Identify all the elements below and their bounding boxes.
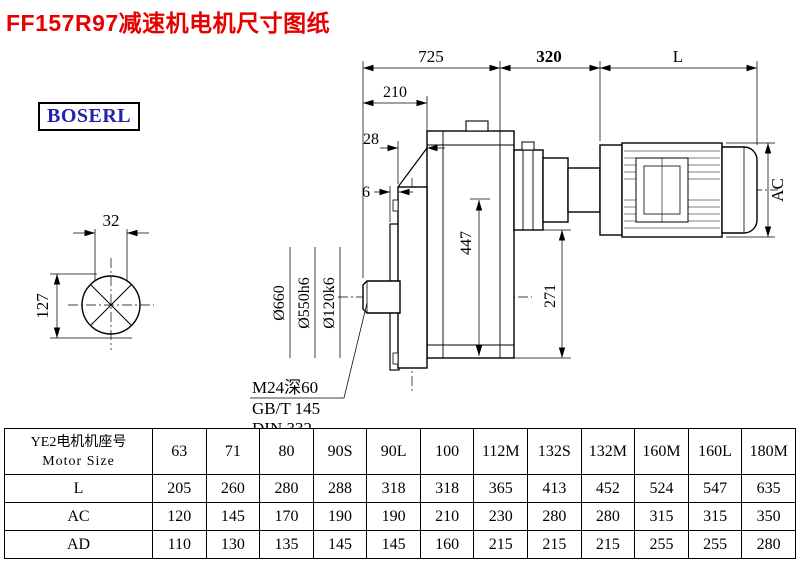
tap-spec: M24深60 — [252, 378, 318, 397]
table-cell: 280 — [580, 502, 636, 531]
dim-725: 725 — [418, 47, 444, 66]
table-cell: 130 — [205, 530, 261, 559]
table-cell: 318 — [419, 474, 475, 503]
dim-32: 32 — [103, 211, 120, 230]
table-header-cell: 180M — [741, 428, 796, 475]
boserl-logo-text: BOSERL — [47, 105, 132, 127]
table-cell: 230 — [473, 502, 529, 531]
table-cell: 160 — [419, 530, 475, 559]
table-cell: 350 — [741, 502, 796, 531]
row-label: AC — [4, 502, 153, 531]
table-header-cell: 90L — [366, 428, 421, 475]
table-header-cell: 90S — [312, 428, 368, 475]
dia-spigot: Ø550h6 — [296, 277, 313, 329]
table-cell: 635 — [741, 474, 796, 503]
table-header-cell: 71 — [205, 428, 261, 475]
dim-28: 28 — [363, 131, 379, 148]
table-row-AD: AD 110 130 135 145 145 160 215 215 215 2… — [4, 530, 796, 559]
motor-size-label-cn: YE2电机机座号 — [30, 434, 127, 450]
table-cell: 135 — [259, 530, 314, 559]
dim-271: 271 — [542, 284, 559, 308]
shaft-end-view — [50, 229, 154, 350]
table-cell: 315 — [687, 502, 743, 531]
technical-drawing: 32 127 — [33, 47, 787, 428]
table-cell: 260 — [205, 474, 261, 503]
table-cell: 280 — [527, 502, 582, 531]
table-header-cell: 63 — [152, 428, 207, 475]
table-cell: 205 — [152, 474, 207, 503]
std-gb: GB/T 145 — [252, 399, 320, 418]
table-cell: 215 — [473, 530, 529, 559]
table-header-cell: 132S — [527, 428, 582, 475]
table-cell: 255 — [687, 530, 743, 559]
row-label: L — [4, 474, 153, 503]
table-cell: 365 — [473, 474, 529, 503]
table-cell: 413 — [527, 474, 582, 503]
table-cell: 170 — [259, 502, 314, 531]
dim-210: 210 — [383, 84, 407, 101]
table-cell: 255 — [634, 530, 689, 559]
table-row-AC: AC 120 145 170 190 190 210 230 280 280 3… — [4, 502, 796, 531]
table-cell: 210 — [419, 502, 475, 531]
table-cell: 190 — [366, 502, 421, 531]
dim-127: 127 — [33, 293, 52, 319]
table-cell: 145 — [312, 530, 368, 559]
table-cell: 215 — [580, 530, 636, 559]
dimension-lines — [250, 61, 775, 399]
dim-6: 6 — [362, 184, 370, 201]
page-title: FF157R97减速机电机尺寸图纸 — [6, 10, 331, 36]
table-header-cell: 80 — [259, 428, 314, 475]
table-cell: 145 — [366, 530, 421, 559]
table-cell: 315 — [634, 502, 689, 531]
table-cell: 215 — [527, 530, 582, 559]
dim-AC: AC — [768, 178, 787, 202]
table-header-cell: 132M — [580, 428, 636, 475]
table-header-cell: 160M — [634, 428, 689, 475]
table-cell: 280 — [259, 474, 314, 503]
dim-447: 447 — [458, 231, 475, 255]
table-row-L: L 205 260 280 288 318 318 365 413 452 52… — [4, 474, 796, 503]
table-cell: 452 — [580, 474, 636, 503]
table-header-cell: 112M — [473, 428, 529, 475]
table-cell: 288 — [312, 474, 368, 503]
table-header-cell: 160L — [687, 428, 743, 475]
table-cell: 280 — [741, 530, 796, 559]
std-din: DIN 332 — [252, 419, 312, 428]
dia-shaft: Ø120k6 — [321, 277, 338, 329]
table-header-motor-size: YE2电机机座号 Motor Size — [4, 428, 153, 475]
row-label: AD — [4, 530, 153, 559]
reducer-main-view — [338, 120, 778, 392]
dim-320: 320 — [536, 47, 562, 66]
dim-L: L — [673, 47, 683, 66]
table-header-row: YE2电机机座号 Motor Size 63 71 80 90S 90L 100… — [4, 428, 796, 475]
table-header-cell: 100 — [419, 428, 475, 475]
boserl-logo: BOSERL — [38, 102, 141, 131]
table-cell: 145 — [205, 502, 261, 531]
table-cell: 120 — [152, 502, 207, 531]
table-cell: 524 — [634, 474, 689, 503]
table-cell: 110 — [152, 530, 207, 559]
table-cell: 190 — [312, 502, 368, 531]
table-cell: 318 — [366, 474, 421, 503]
dimension-table: YE2电机机座号 Motor Size 63 71 80 90S 90L 100… — [4, 428, 796, 559]
motor-size-label-en: Motor Size — [42, 453, 115, 469]
dia-flange: Ø660 — [271, 285, 288, 321]
table-cell: 547 — [687, 474, 743, 503]
